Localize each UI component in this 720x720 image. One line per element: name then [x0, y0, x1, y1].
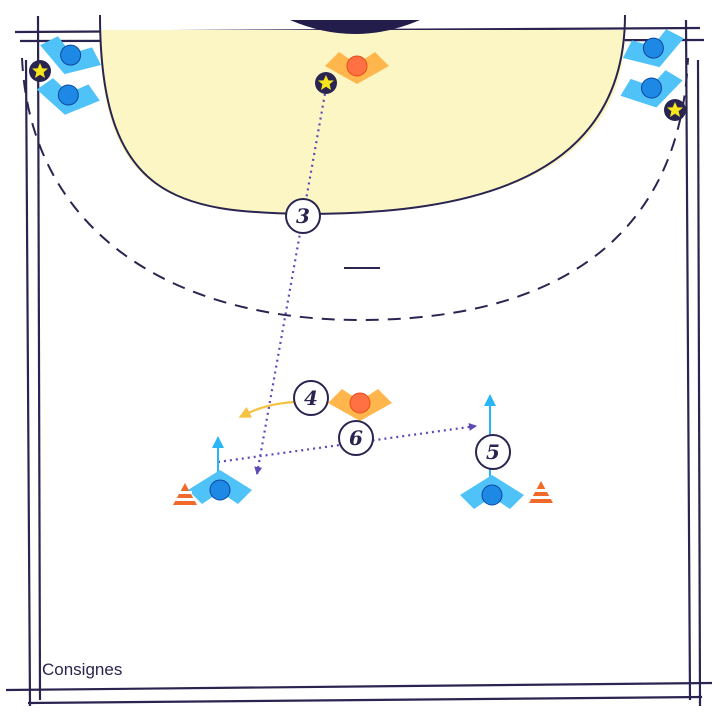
step-label-6: 6: [349, 426, 363, 450]
attacker-icon: [460, 475, 524, 509]
step-badge-6: 6: [338, 420, 374, 456]
pass-6-line: [217, 423, 477, 464]
defender-icon: [328, 389, 392, 421]
step-label-4: 4: [304, 386, 318, 410]
star-icon: [315, 72, 337, 94]
star-icon: [29, 60, 51, 82]
goalkeeper-icon: [325, 52, 389, 84]
defender-move-arrow: [238, 400, 301, 418]
star-icon: [664, 99, 686, 121]
goal-icon: [290, 20, 420, 34]
attacker-icon: [188, 470, 252, 504]
cone-icon: [529, 481, 553, 503]
step-badge-4: 4: [293, 380, 329, 416]
attacker-icon: [622, 29, 684, 68]
attacker-icon: [40, 36, 102, 75]
step-label-3: 3: [296, 204, 310, 228]
goal-area: [100, 30, 625, 214]
step-badge-3: 3: [285, 198, 321, 234]
attacker-icon: [36, 78, 100, 115]
step-label-5: 5: [486, 440, 500, 464]
caption: Consignes: [42, 660, 123, 679]
attacker-icon: [620, 70, 683, 108]
step-badge-5: 5: [475, 434, 511, 470]
cone-icon: [173, 483, 197, 505]
free-throw-line: [21, 57, 689, 322]
